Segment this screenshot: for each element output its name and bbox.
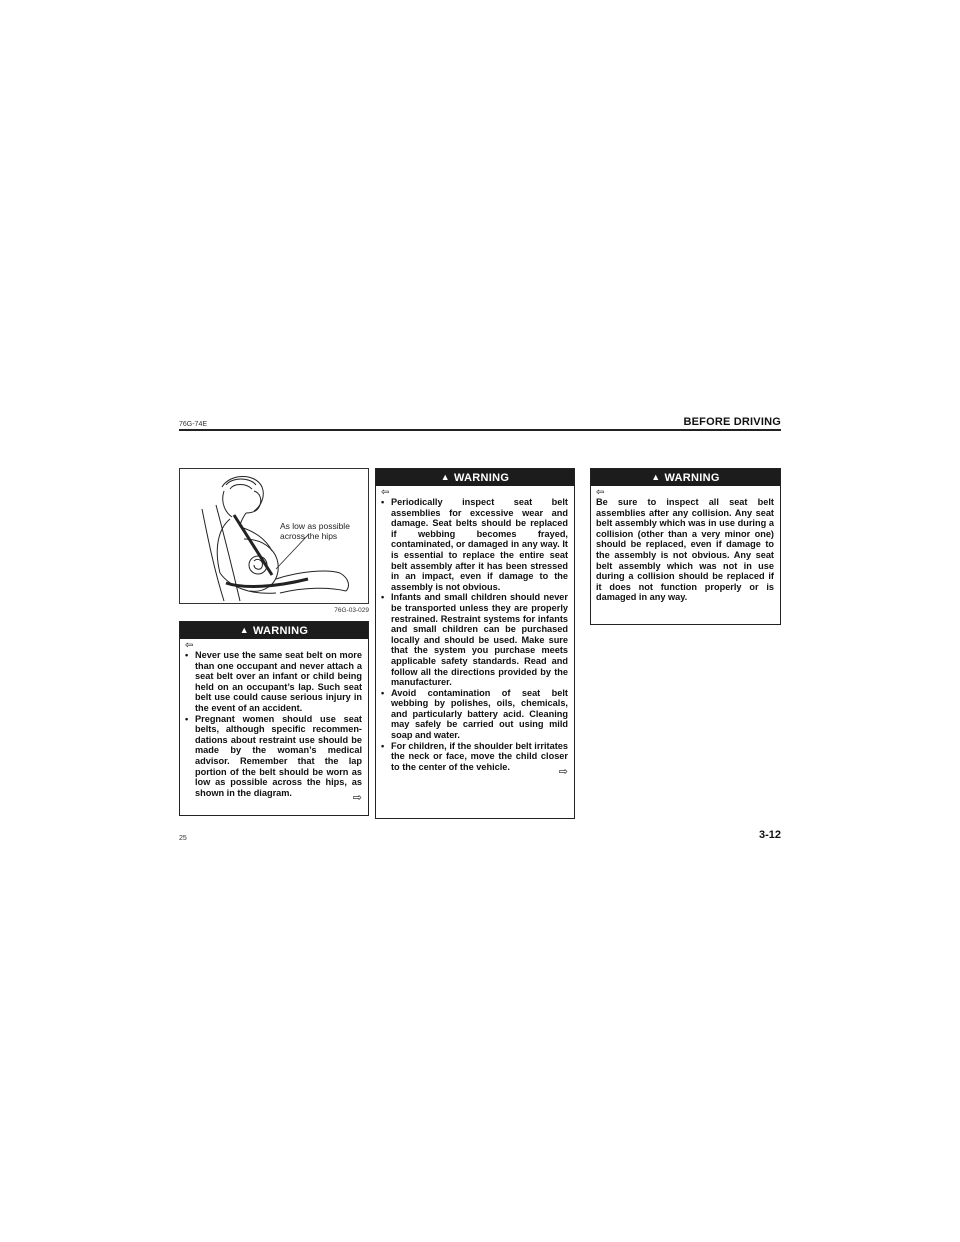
- warning-item: Never use the same seat belt on more tha…: [185, 650, 362, 714]
- arrow-left-icon: ⇦: [381, 487, 390, 498]
- warning-triangle-icon: ▲: [651, 472, 661, 482]
- figure-code: 76G-03-029: [334, 607, 369, 614]
- warning-box-1: ▲WARNING ⇦ Never use the same seat belt …: [179, 621, 369, 816]
- arrow-right-icon: ⇨: [352, 792, 362, 805]
- warning-body: ⇦ Be sure to inspect all seat belt assem…: [591, 486, 780, 607]
- warning-triangle-icon: ▲: [239, 625, 249, 635]
- arrow-left-icon: ⇦: [185, 640, 194, 651]
- arrow-left-icon: ⇦: [596, 487, 605, 498]
- arrow-right-icon: ⇨: [558, 766, 568, 779]
- seat-belt-illustration: [179, 468, 369, 604]
- warning-label: WARNING: [252, 625, 309, 637]
- section-title: BEFORE DRIVING: [683, 416, 781, 428]
- warning-header: ▲WARNING: [591, 469, 780, 486]
- pregnant-woman-seat-belt-drawing: [201, 476, 349, 602]
- warning-box-3: ▲WARNING ⇦ Be sure to inspect all seat b…: [590, 468, 781, 625]
- page-number: 25: [179, 835, 187, 842]
- warning-item: Avoid contamination of seat belt webbing…: [381, 688, 568, 741]
- warning-text: Be sure to inspect all seat belt assembl…: [596, 497, 774, 603]
- warning-item: Infants and small children should never …: [381, 592, 568, 687]
- warning-label: WARNING: [664, 472, 720, 484]
- warning-item: Periodically inspect seat belt assemblie…: [381, 497, 568, 592]
- page-reference: 3-12: [758, 829, 781, 841]
- warning-label: WARNING: [453, 472, 510, 484]
- figure-caption-line1: As low as possible: [280, 521, 350, 531]
- warning-body: ⇦ Periodically inspect seat belt assembl…: [376, 486, 574, 780]
- warning-header: ▲WARNING: [180, 622, 368, 639]
- document-code: 76G-74E: [179, 421, 208, 428]
- warning-triangle-icon: ▲: [440, 472, 450, 482]
- warning-item: Pregnant women should use seat belts, al…: [185, 714, 362, 799]
- header-rule: [179, 429, 781, 431]
- warning-body: ⇦ Never use the same seat belt on more t…: [180, 639, 368, 806]
- warning-header: ▲WARNING: [376, 469, 574, 486]
- figure-caption-line2: across the hips: [280, 531, 338, 541]
- warning-item: For children, if the shoulder belt irrit…: [381, 741, 568, 773]
- figure-caption: As low as possible across the hips: [280, 521, 350, 541]
- warning-box-2: ▲WARNING ⇦ Periodically inspect seat bel…: [375, 468, 575, 819]
